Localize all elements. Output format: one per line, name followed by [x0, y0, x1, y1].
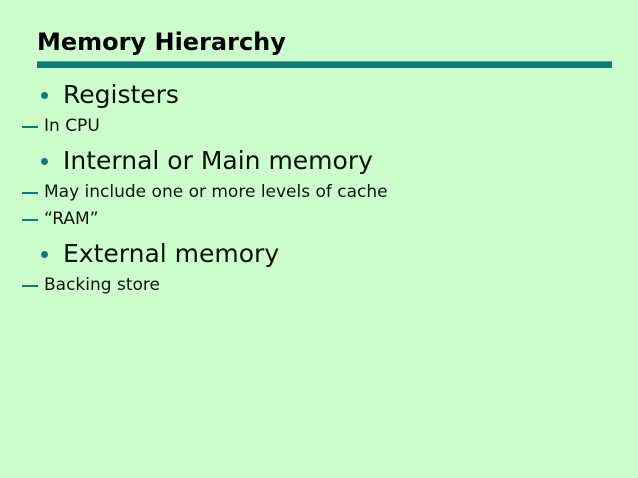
- em-dash-icon: [22, 192, 38, 194]
- bullet-dot-icon: [41, 158, 48, 165]
- sub-bullet-label: “RAM”: [44, 209, 99, 229]
- sub-bullet-label: May include one or more levels of cache: [44, 182, 388, 202]
- bullet-label: External memory: [63, 239, 280, 268]
- sub-bullet-list: In CPU: [22, 113, 638, 140]
- sub-bullet-label: Backing store: [44, 275, 160, 295]
- sub-list-item: May include one or more levels of cache: [22, 179, 638, 206]
- bullet-list: Registers In CPU Internal or Main memory…: [0, 78, 638, 299]
- em-dash-icon: [22, 126, 38, 128]
- title-underline-rule: [37, 61, 612, 68]
- sub-list-item: Backing store: [22, 272, 638, 299]
- list-item: External memory Backing store: [0, 237, 638, 299]
- bullet-label: Registers: [63, 80, 179, 109]
- bullet-dot-icon: [41, 251, 48, 258]
- title-block: Memory Hierarchy: [37, 28, 612, 68]
- list-item: Internal or Main memory May include one …: [0, 144, 638, 233]
- sub-bullet-list: May include one or more levels of cache …: [22, 179, 638, 233]
- bullet-label: Internal or Main memory: [63, 146, 373, 175]
- em-dash-icon: [22, 285, 38, 287]
- sub-list-item: In CPU: [22, 113, 638, 140]
- sub-list-item: “RAM”: [22, 206, 638, 233]
- sub-bullet-label: In CPU: [44, 116, 100, 136]
- page-title: Memory Hierarchy: [37, 28, 286, 56]
- list-item: Registers In CPU: [0, 78, 638, 140]
- em-dash-icon: [22, 219, 38, 221]
- sub-bullet-list: Backing store: [22, 272, 638, 299]
- slide-body: Registers In CPU Internal or Main memory…: [0, 78, 638, 303]
- bullet-dot-icon: [41, 92, 48, 99]
